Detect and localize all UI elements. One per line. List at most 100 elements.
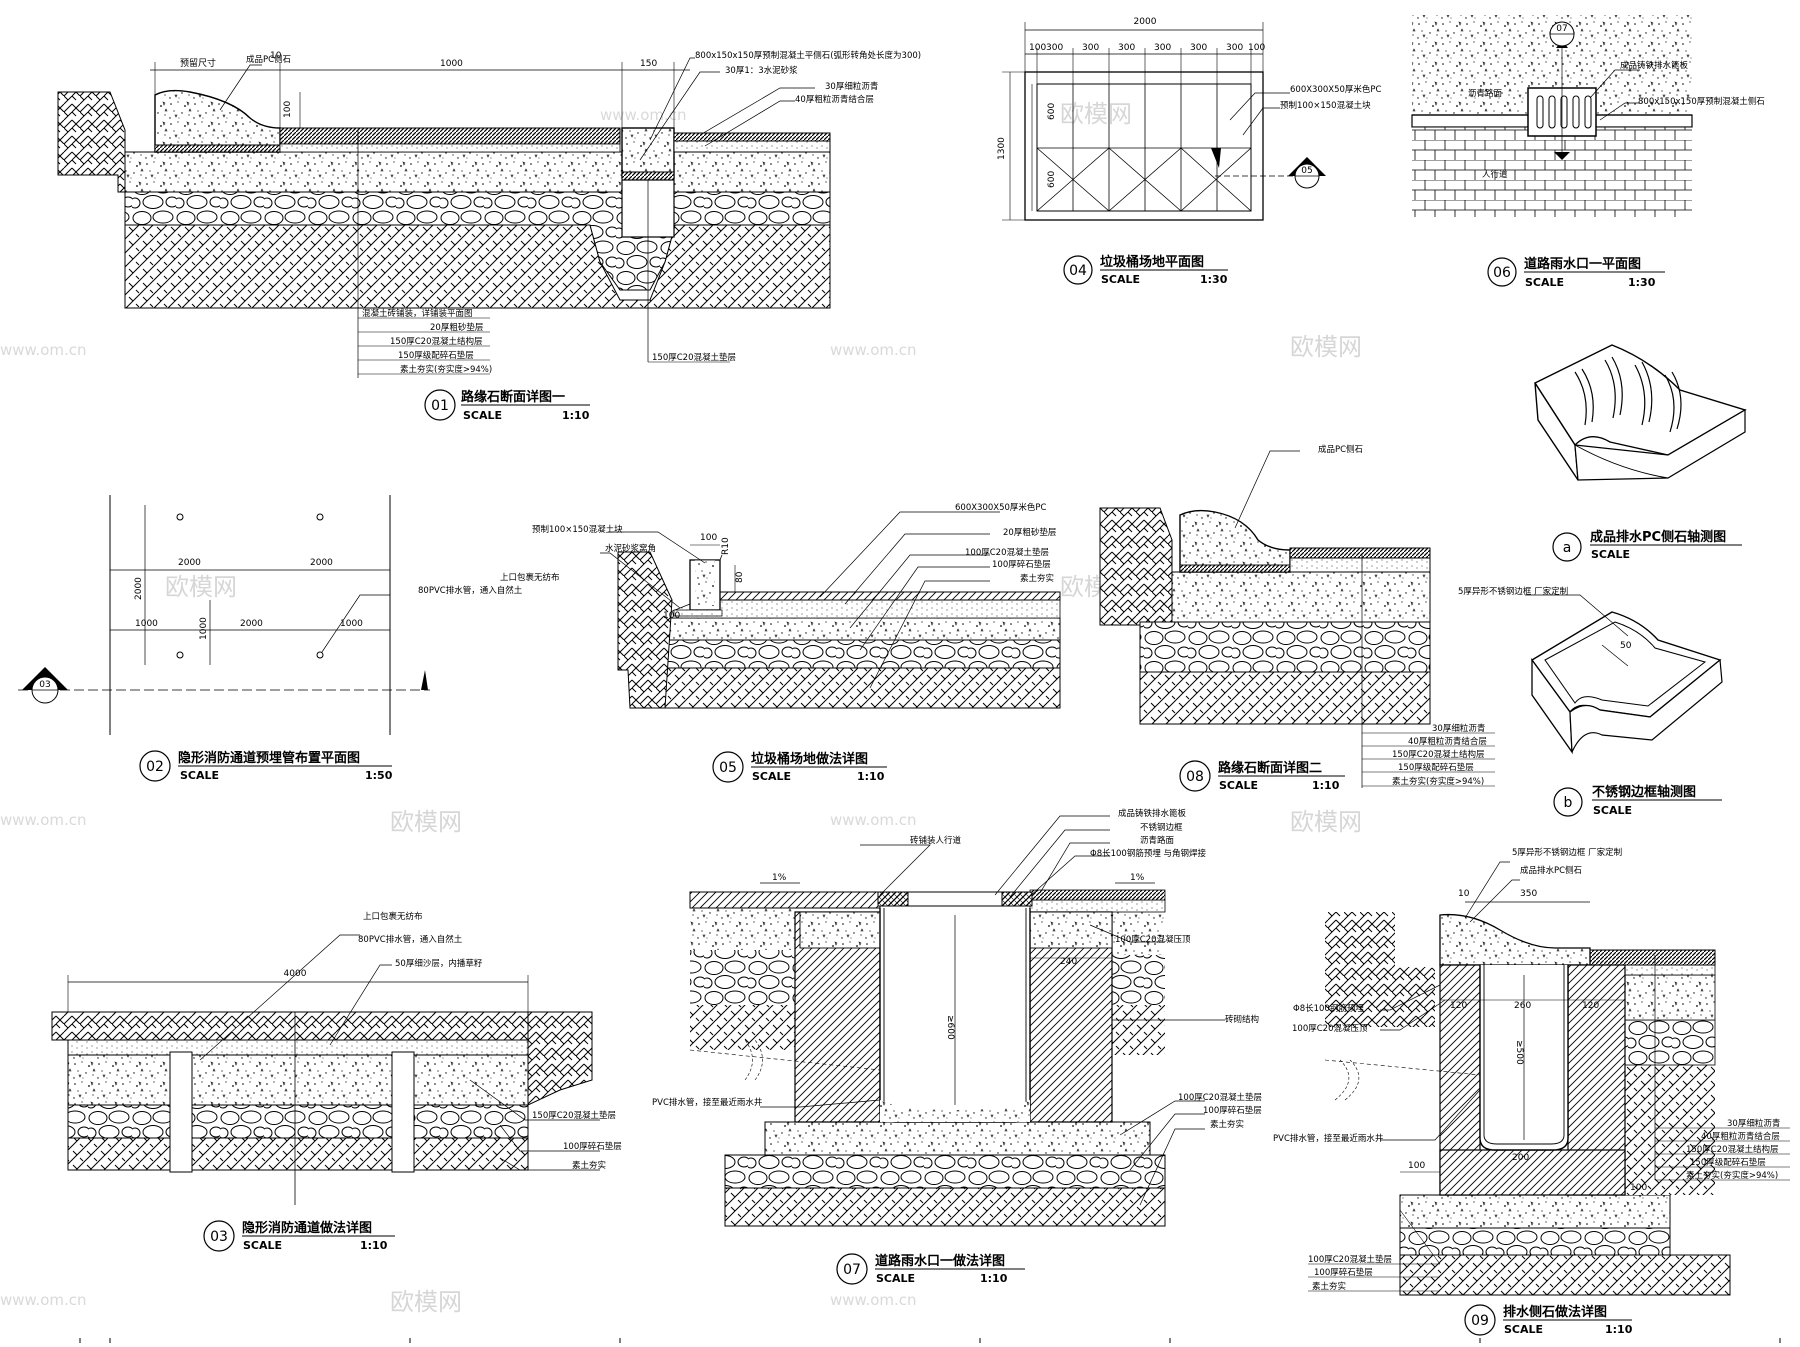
label-gravel: 100厚碎石垫层: [563, 1141, 622, 1152]
drawing-title: 道路雨水口一平面图: [1524, 256, 1641, 272]
label-soil: 素土夯实: [572, 1160, 606, 1171]
dim: 2000: [178, 558, 201, 568]
scale-label: SCALE: [1525, 276, 1564, 289]
drawing-number: 02: [146, 759, 164, 775]
scale-value: 1:30: [1200, 273, 1228, 286]
label-precast-curb: 800x150x150厚预制混凝土侧石: [1638, 96, 1765, 107]
dim: 1000: [135, 619, 158, 629]
drawing-title: 路缘石断面详图二: [1218, 760, 1322, 776]
dim: 300: [1082, 43, 1099, 53]
wm-brand: 欧模网: [1290, 333, 1362, 361]
left-soil-mass: [57, 91, 126, 193]
drawing-number: 09: [1471, 1313, 1489, 1329]
drawing-title: 排水侧石做法详图: [1503, 1304, 1607, 1320]
label-pc-curb: 成品PC侧石: [1318, 444, 1363, 455]
scale-label: SCALE: [752, 770, 791, 783]
drawing-title: 隐形消防通道做法详图: [242, 1220, 372, 1236]
scale-label: SCALE: [1219, 779, 1258, 792]
dim-reserved: 预留尺寸: [180, 57, 216, 69]
dim: 100: [1029, 43, 1046, 53]
wm-url: www.om.cn: [830, 811, 917, 829]
label-pc-tile: 600X300X50厚米色PC: [1290, 84, 1382, 95]
label-c20-structure: 150厚C20混凝土结构层: [1686, 1144, 1778, 1155]
drawing-09-drain-curb-section: ≥500 10 350 120 260 120 100 100 200 5厚异形…: [1273, 847, 1790, 1336]
label-rebar: Φ8长100钢筋预埋 与角钢焊接: [1090, 848, 1207, 859]
wm-brand: 欧模网: [390, 1288, 462, 1316]
drawing-number: 08: [1186, 769, 1204, 785]
drawing-title: 垃圾桶场地平面图: [1100, 254, 1204, 270]
paving-layer: [279, 127, 621, 145]
label-c20: 150厚C20混凝土结构层: [1392, 749, 1484, 760]
pc-curb-stone: [154, 89, 281, 153]
precast-curb: [621, 127, 675, 179]
section-marker: 03: [39, 680, 50, 690]
dim-240: 240: [1060, 957, 1077, 967]
dim-200: 200: [1512, 1153, 1529, 1163]
label-gravel-base: 100厚碎石垫层: [1314, 1267, 1373, 1278]
dim-120: 120: [1582, 1001, 1599, 1011]
scale-value: 1:50: [365, 769, 393, 782]
label-soil-base: 素土夯实: [1312, 1281, 1346, 1292]
dim-260: 260: [1514, 1001, 1531, 1011]
label-precast-block: 预制100×150混凝土块: [532, 524, 623, 535]
dim-100: 100: [1408, 1161, 1425, 1171]
wm-brand: 欧模网: [390, 808, 462, 836]
dim-10: 10: [1458, 889, 1470, 899]
dim-600: 600: [1047, 103, 1057, 120]
label-grate: 成品铸铁排水篦板: [1118, 808, 1187, 819]
label-soil: 素土夯实: [1020, 573, 1054, 584]
label-c20: 100厚C20混凝土垫层: [965, 547, 1049, 558]
drawing-title: 路缘石断面详图一: [461, 389, 565, 405]
label-steel-frame: 5厚异形不锈钢边框 厂家定制: [1458, 586, 1568, 597]
label-pvc-pipe: 80PVC排水管，通入自然土: [418, 585, 523, 596]
scale-label: SCALE: [1101, 273, 1140, 286]
dim: 300: [1118, 43, 1135, 53]
dim: R10: [721, 537, 731, 555]
dim: 2000: [134, 577, 144, 600]
label-asphalt: 沥青路面: [1140, 835, 1175, 846]
dim-100: 100: [283, 101, 293, 118]
dim: 1000: [199, 617, 209, 640]
label-fine-asphalt: 30厚细粒沥青: [1432, 723, 1485, 734]
scale-value: 1:10: [1605, 1323, 1633, 1336]
scale-label: SCALE: [243, 1239, 282, 1252]
drawing-number: 06: [1493, 265, 1511, 281]
label-asphalt: 沥青路面: [1468, 88, 1503, 99]
drawing-b-steel-frame-axonometric: 50 5厚异形不锈钢边框 厂家定制 b 不锈钢边框轴测图 SCALE: [1458, 586, 1723, 817]
wm-url: www.om.cn: [0, 341, 87, 359]
dim-1300: 1300: [997, 137, 1007, 160]
dim-50: 50: [1620, 641, 1632, 651]
label-c20: 150厚C20混凝土垫层: [532, 1110, 616, 1121]
dim-4000: 4000: [284, 969, 307, 979]
scale-label: SCALE: [1591, 548, 1630, 561]
dim-350: 350: [1520, 889, 1537, 899]
drawing-number: 01: [431, 398, 449, 414]
label-sand: 20厚粗砂垫层: [430, 322, 483, 333]
dim-100: 100: [1630, 1183, 1647, 1193]
drawing-06-rain-inlet-plan: 07 沥青路面 成品铸铁排水篦板 800x150x150厚预制混凝土侧石 人行道…: [1411, 15, 1765, 289]
label-coping: 100厚C20混凝压顶: [1115, 934, 1191, 945]
dim-120: 120: [1450, 1001, 1467, 1011]
label-mortar: 30厚1：3水泥砂浆: [725, 65, 798, 76]
label-pvc: PVC排水管，接至最近雨水井: [652, 1097, 762, 1108]
scale-label: SCALE: [180, 769, 219, 782]
dim: 100: [663, 611, 680, 621]
wm-url: www.om.cn: [830, 341, 917, 359]
dim-slope: 1%: [1130, 873, 1145, 883]
label-c20: 100厚C20混凝土垫层: [1178, 1092, 1262, 1103]
label-fine-asphalt: 30厚细粒沥青: [1727, 1118, 1780, 1129]
label-pc-curb: 成品PC侧石: [246, 54, 291, 65]
wm-url: www.om.cn: [0, 1291, 87, 1309]
scale-value: 1:10: [980, 1272, 1008, 1285]
drawing-number: 05: [719, 760, 737, 776]
scale-label: SCALE: [1504, 1323, 1543, 1336]
dim-1000: 1000: [440, 59, 463, 69]
label-sand: 20厚粗砂垫层: [1003, 527, 1056, 538]
label-mortar: 水泥砂浆窝角: [605, 543, 656, 554]
wm-url: www.om.cn: [830, 1291, 917, 1309]
dim: 300: [1190, 43, 1207, 53]
drawing-number: 07: [843, 1262, 861, 1278]
dim-150: 150: [640, 59, 657, 69]
soil-layer: [124, 224, 831, 309]
